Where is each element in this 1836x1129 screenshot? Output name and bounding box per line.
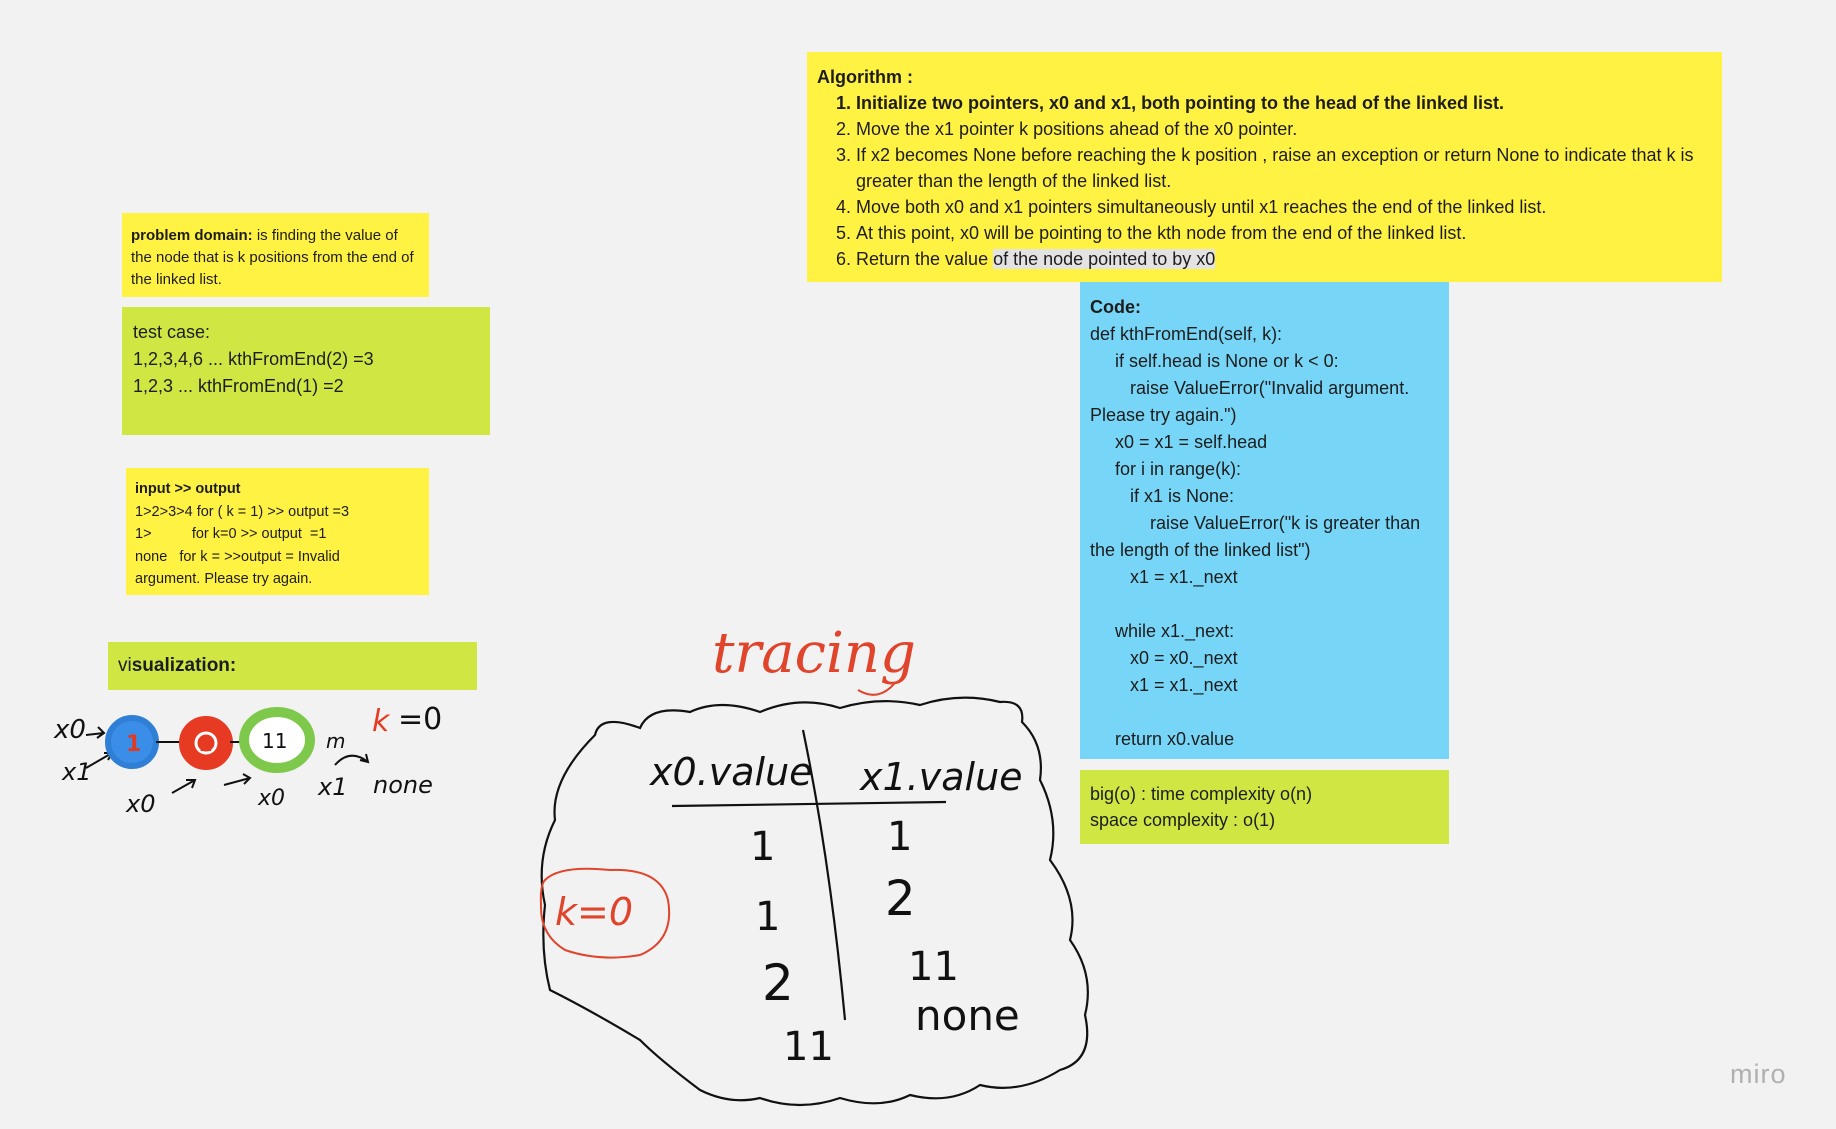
- input-output-line: none for k = >>output = Invalid: [135, 548, 340, 565]
- input-output-heading: input >> output: [135, 481, 241, 497]
- node-2-ring: [194, 731, 218, 755]
- col1-value: 1: [755, 894, 780, 940]
- col2-header: x1.value: [859, 755, 1023, 799]
- algorithm-step: Return the value of the node pointed to …: [856, 246, 1712, 272]
- arrow-icon: [85, 726, 106, 739]
- col1-value: 1: [750, 824, 775, 870]
- test-case-line: 1,2,3 ... kthFromEnd(1) =2: [133, 376, 344, 396]
- algorithm-step: If x2 becomes None before reaching the k…: [856, 142, 1712, 194]
- algorithm-heading: Algorithm :: [817, 67, 913, 87]
- code-note[interactable]: Code: def kthFromEnd(self, k): if self.h…: [1080, 282, 1449, 759]
- tracing-table-sketch[interactable]: x0.value x1.value 1 1 2 11 1 2 11 none k…: [539, 696, 1089, 1107]
- problem-domain-note[interactable]: problem domain: is finding the value of …: [122, 213, 429, 297]
- vis-x1-right: x1: [317, 773, 347, 801]
- complexity-note[interactable]: big(o) : time complexity o(n) space comp…: [1080, 770, 1449, 844]
- tracing-underline: [857, 683, 895, 696]
- k-note: k=0: [555, 890, 633, 934]
- col2-value: 11: [908, 944, 959, 990]
- code-body: def kthFromEnd(self, k): if self.head is…: [1090, 324, 1421, 749]
- cloud-outline: [540, 696, 1089, 1107]
- col1-value: 11: [783, 1024, 834, 1070]
- highlighted-text: of the node pointed to by x0: [993, 249, 1216, 269]
- algorithm-step: At this point, x0 will be pointing to th…: [856, 220, 1712, 246]
- node-1: [105, 715, 159, 769]
- test-case-heading: test case:: [133, 322, 211, 342]
- k-note-outline: [539, 867, 671, 959]
- algorithm-step: Move the x1 pointer k positions ahead of…: [856, 116, 1712, 142]
- problem-domain-text: is finding the value of the node that is…: [131, 227, 414, 288]
- input-output-line: argument. Please try again.: [135, 571, 313, 587]
- test-case-note[interactable]: test case: 1,2,3,4,6 ... kthFromEnd(2) =…: [122, 307, 490, 435]
- vis-k-letter: k: [372, 704, 391, 739]
- space-complexity: space complexity : o(1): [1090, 810, 1276, 830]
- col2-value: 2: [885, 871, 916, 927]
- time-complexity: big(o) : time complexity o(n): [1090, 784, 1313, 804]
- vis-x1-label: x1: [61, 758, 91, 786]
- header-line: [671, 800, 947, 808]
- arrow-icon: [223, 773, 252, 786]
- col1-header: x0.value: [649, 750, 813, 794]
- node-2: [179, 716, 233, 770]
- algorithm-step-text: Return the value: [856, 249, 994, 269]
- visualization-note[interactable]: visualization:: [108, 642, 477, 690]
- input-output-note[interactable]: input >> output 1>2>3>4 for ( k = 1) >> …: [126, 468, 429, 595]
- col2-value: 1: [887, 814, 912, 860]
- problem-domain-label: problem domain:: [131, 227, 257, 244]
- node-1-value: 1: [126, 732, 141, 757]
- vis-m-mark: m: [326, 729, 345, 753]
- vis-x0-bottom: x0: [125, 790, 155, 818]
- algorithm-step: Initialize two pointers, x0 and x1, both…: [856, 90, 1712, 116]
- arrow-icon: [334, 753, 370, 766]
- node-3: [239, 707, 315, 773]
- visualization-label: sualization:: [131, 655, 237, 676]
- node-3-value: 11: [262, 729, 287, 753]
- linked-list-sketch[interactable]: x0 x1 1 2 11 x0 x0 m x1 k =0 none: [53, 702, 442, 818]
- vis-x0-label: x0: [53, 715, 86, 745]
- vis-none-label: none: [373, 771, 433, 799]
- visualization-prefix: vi: [118, 655, 132, 676]
- arrow-icon: [171, 779, 197, 794]
- col1-value: 2: [762, 954, 794, 1012]
- input-output-line: 1>2>3>4 for ( k = 1) >> output =3: [135, 503, 350, 520]
- code-heading: Code:: [1090, 297, 1141, 317]
- vis-k-value: =0: [398, 702, 442, 737]
- miro-logo: miro: [1730, 1059, 1787, 1089]
- algorithm-step: Move both x0 and x1 pointers simultaneou…: [856, 194, 1712, 220]
- input-output-line: 1> for k=0 >> output =1: [135, 526, 327, 542]
- algorithm-note[interactable]: Algorithm : Initialize two pointers, x0 …: [807, 52, 1722, 282]
- algorithm-steps: Initialize two pointers, x0 and x1, both…: [817, 90, 1712, 272]
- column-divider: [801, 729, 847, 1021]
- node-2-value: 2: [199, 732, 213, 756]
- tracing-title: tracing: [712, 621, 916, 686]
- arrow-icon: [85, 752, 114, 769]
- test-case-line: 1,2,3,4,6 ... kthFromEnd(2) =3: [133, 349, 374, 369]
- col2-value: none: [915, 991, 1020, 1040]
- vis-x0-right: x0: [257, 786, 285, 811]
